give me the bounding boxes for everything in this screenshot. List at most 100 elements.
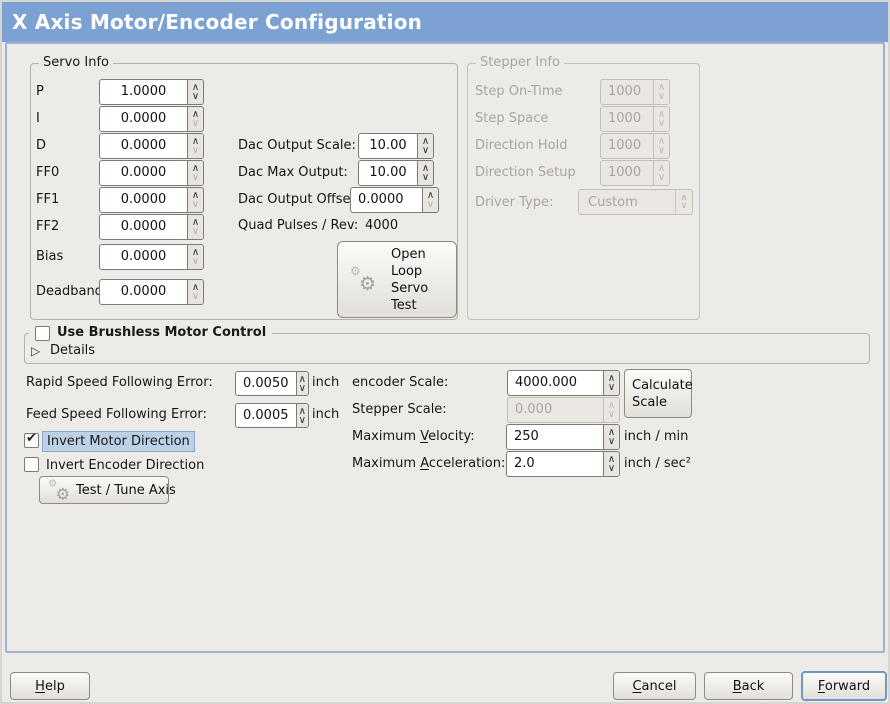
spinner-buttons-icon[interactable] <box>187 280 203 304</box>
p-spinbox[interactable]: 1.0000 <box>99 79 204 105</box>
spinner-buttons-icon[interactable] <box>603 371 619 395</box>
bias-label: Bias <box>36 249 64 264</box>
d-spinbox[interactable]: 0.0000 <box>99 133 204 159</box>
spinner-buttons-icon[interactable] <box>187 215 203 239</box>
feed-following-error-unit: inch <box>312 407 340 422</box>
stepper-info-frame: Stepper Info <box>467 55 700 320</box>
gears-icon <box>350 264 377 295</box>
combo-arrows-icon <box>675 190 692 214</box>
step-on-time-value: 1000 <box>608 84 642 99</box>
stepper-scale-spinbox: 0.000 <box>507 397 620 423</box>
feed-following-error-value: 0.0005 <box>243 408 289 423</box>
invert-encoder-label[interactable]: Invert Encoder Direction <box>46 458 205 473</box>
step-space-value: 1000 <box>608 111 642 126</box>
feed-following-error-spinbox[interactable]: 0.0005 <box>235 403 309 428</box>
test-tune-axis-label: Test / Tune Axis <box>76 482 176 498</box>
ff2-spinbox[interactable]: 0.0000 <box>99 214 204 240</box>
spinner-buttons-icon[interactable] <box>187 188 203 212</box>
rapid-following-error-spinbox[interactable]: 0.0050 <box>235 371 309 396</box>
spinner-buttons-icon[interactable] <box>187 134 203 158</box>
deadband-spinbox[interactable]: 0.0000 <box>99 279 204 305</box>
back-button-label: Back <box>732 678 765 694</box>
encoder-scale-value: 4000.000 <box>515 375 578 390</box>
step-space-spinbox: 1000 <box>600 106 670 132</box>
page-title: X Axis Motor/Encoder Configuration <box>12 10 423 34</box>
encoder-scale-label: encoder Scale: <box>352 375 449 390</box>
rapid-following-error-unit: inch <box>312 375 340 390</box>
ff2-label: FF2 <box>36 219 60 234</box>
spinner-buttons-icon[interactable] <box>603 425 619 449</box>
spinner-buttons-icon <box>603 398 619 422</box>
rapid-following-error-value: 0.0050 <box>243 376 289 391</box>
cancel-button[interactable]: Cancel <box>613 672 696 700</box>
maximum-acceleration-spinbox[interactable]: 2.0 <box>506 451 620 477</box>
open-loop-servo-test-button[interactable]: Open Loop Servo Test <box>337 241 457 318</box>
maximum-velocity-value: 250 <box>514 429 539 444</box>
direction-setup-value: 1000 <box>608 165 642 180</box>
brushless-checkbox-label[interactable]: Use Brushless Motor Control <box>57 325 267 340</box>
test-tune-axis-button[interactable]: Test / Tune Axis <box>39 476 176 504</box>
brushless-frame: Use Brushless Motor Control <box>24 325 870 364</box>
spinner-buttons-icon <box>653 107 669 131</box>
spinner-buttons-icon[interactable] <box>187 245 203 269</box>
i-spinbox[interactable]: 0.0000 <box>99 106 204 132</box>
details-expander-icon[interactable] <box>31 344 40 358</box>
step-on-time-label: Step On-Time <box>475 84 563 99</box>
maximum-acceleration-value: 2.0 <box>514 456 535 471</box>
details-label[interactable]: Details <box>50 343 96 358</box>
dac-output-offset-spinbox[interactable]: 0.0000 <box>350 187 439 213</box>
gears-icon <box>48 477 71 503</box>
spinner-buttons-icon[interactable] <box>417 161 433 185</box>
d-value: 0.0000 <box>120 138 167 153</box>
bias-spinbox[interactable]: 0.0000 <box>99 244 204 270</box>
ff1-label: FF1 <box>36 192 60 207</box>
ff1-spinbox[interactable]: 0.0000 <box>99 187 204 213</box>
direction-hold-value: 1000 <box>608 138 642 153</box>
ff2-value: 0.0000 <box>120 219 167 234</box>
brushless-legend: Use Brushless Motor Control <box>29 325 273 341</box>
invert-motor-label[interactable]: Invert Motor Direction <box>42 431 195 452</box>
maximum-velocity-label: Maximum Velocity: <box>352 429 475 444</box>
quad-pulses-label: Quad Pulses / Rev: <box>238 218 359 233</box>
dac-max-output-spinbox[interactable]: 10.00 <box>358 160 434 186</box>
ff0-label: FF0 <box>36 165 60 180</box>
maximum-acceleration-label: Maximum Acceleration: <box>352 456 506 471</box>
invert-encoder-checkbox[interactable] <box>24 457 39 472</box>
maximum-velocity-spinbox[interactable]: 250 <box>506 424 620 450</box>
forward-button-label: Forward <box>817 678 871 694</box>
calculate-scale-button[interactable]: Calculate Scale <box>624 369 693 418</box>
spinner-buttons-icon[interactable] <box>295 404 308 427</box>
rapid-following-error-label: Rapid Speed Following Error: <box>26 375 213 390</box>
spinner-buttons-icon[interactable] <box>417 134 433 158</box>
stepper-scale-value: 0.000 <box>515 402 553 417</box>
invert-motor-checkbox[interactable] <box>24 431 39 448</box>
back-button[interactable]: Back <box>704 672 793 700</box>
encoder-scale-spinbox[interactable]: 4000.000 <box>507 370 620 396</box>
ff1-value: 0.0000 <box>120 192 167 207</box>
dac-max-output-value: 10.00 <box>369 165 407 180</box>
quad-pulses-value: 4000 <box>365 218 399 233</box>
ff0-spinbox[interactable]: 0.0000 <box>99 160 204 186</box>
dac-output-offset-label: Dac Output Offset: <box>238 192 360 207</box>
forward-button[interactable]: Forward <box>801 671 887 701</box>
brushless-checkbox[interactable] <box>35 325 50 341</box>
direction-setup-spinbox: 1000 <box>600 160 670 186</box>
direction-hold-spinbox: 1000 <box>600 133 670 159</box>
spinner-buttons-icon[interactable] <box>295 372 308 395</box>
spinner-buttons-icon[interactable] <box>187 107 203 131</box>
help-button[interactable]: Help <box>10 672 90 700</box>
feed-following-error-label: Feed Speed Following Error: <box>26 407 207 422</box>
servo-info-frame: Servo Info <box>30 55 458 320</box>
driver-type-select: Custom <box>578 189 693 215</box>
spinner-buttons-icon[interactable] <box>187 161 203 185</box>
spinner-buttons-icon[interactable] <box>603 452 619 476</box>
driver-type-label: Driver Type: <box>475 195 554 210</box>
spinner-buttons-icon <box>653 80 669 104</box>
spinner-buttons-icon[interactable] <box>187 80 203 104</box>
maximum-velocity-unit: inch / min <box>624 429 689 444</box>
dac-output-scale-value: 10.00 <box>369 138 407 153</box>
p-label: P <box>36 84 44 99</box>
spinner-buttons-icon[interactable] <box>422 188 438 212</box>
calculate-scale-label: Calculate Scale <box>632 377 693 410</box>
dac-output-scale-spinbox[interactable]: 10.00 <box>358 133 434 159</box>
